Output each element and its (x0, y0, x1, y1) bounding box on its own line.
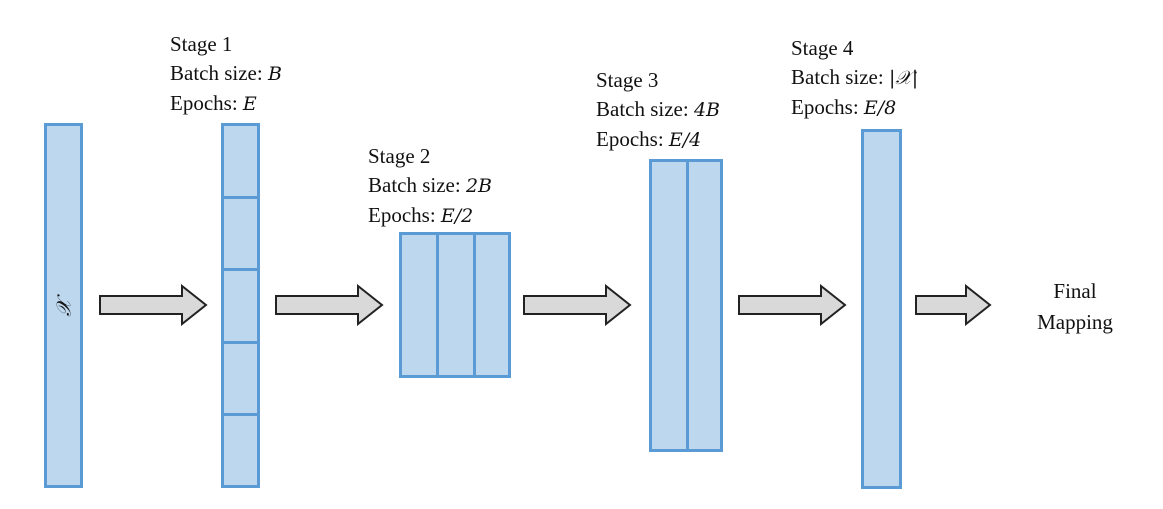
stage-1-batch-divider (224, 196, 257, 199)
input-dataset-bar: 𝒳 (44, 123, 83, 488)
stage-3-batch-divider (686, 162, 689, 449)
stage-1-title: Stage 1 (170, 32, 233, 56)
stage-4-title: Stage 4 (791, 36, 854, 60)
final-mapping-line2: Mapping (1037, 310, 1113, 334)
stage-2-block (399, 232, 511, 378)
stage-1-epochs: Epochs: E (170, 91, 257, 115)
stage-4-epochs: Epochs: E/8 (791, 95, 897, 119)
stage-3-batch-size: Batch size: 4B (596, 97, 721, 121)
stage-3-title: Stage 3 (596, 68, 659, 92)
arrow-right-icon (915, 284, 992, 326)
stage-1-batch-size: Batch size: B (170, 61, 282, 85)
stage-1-label: Stage 1 Batch size: B Epochs: E (170, 30, 282, 119)
arrow-right-icon (523, 284, 632, 326)
arrow-right-icon (99, 284, 208, 326)
stage-3-epochs: Epochs: E/4 (596, 127, 702, 151)
stage-2-batch-divider (436, 235, 439, 375)
stage-3-label: Stage 3 Batch size: 4B Epochs: E/4 (596, 66, 720, 155)
stage-4-label: Stage 4 Batch size: |𝒳| Epochs: E/8 (791, 34, 918, 123)
stage-1-batch-divider (224, 268, 257, 271)
stage-2-batch-size: Batch size: 2B (368, 173, 493, 197)
stage-2-title: Stage 2 (368, 144, 431, 168)
stage-2-batch-divider (473, 235, 476, 375)
arrow-right-icon (738, 284, 847, 326)
stage-3-block (649, 159, 723, 452)
stage-2-epochs: Epochs: E/2 (368, 203, 474, 227)
stage-4-bar (861, 129, 902, 489)
final-mapping-label: Final Mapping (1020, 276, 1130, 338)
stage-1-batch-divider (224, 341, 257, 344)
stage-4-batch-size: Batch size: |𝒳| (791, 65, 919, 89)
final-mapping-line1: Final (1053, 279, 1097, 303)
stage-1-batch-divider (224, 413, 257, 416)
arrow-right-icon (275, 284, 384, 326)
input-dataset-symbol: 𝒳 (51, 299, 76, 317)
stage-2-label: Stage 2 Batch size: 2B Epochs: E/2 (368, 142, 492, 231)
stage-1-bar (221, 123, 260, 488)
